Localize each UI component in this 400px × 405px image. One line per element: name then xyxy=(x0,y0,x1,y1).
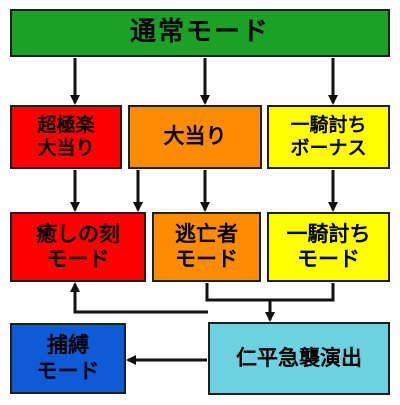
ikki-mode-node: 一騎討ち モード xyxy=(267,212,390,282)
iyashi-mode-node: 癒しの刻 モード xyxy=(10,212,146,282)
ikki-mode-label: 一騎討ち モード xyxy=(286,221,371,271)
jinpei-attack-label: 仁平急襲演出 xyxy=(236,345,362,370)
iyashi-mode-label: 癒しの刻 モード xyxy=(36,221,120,271)
escape-mode-node: 逃亡者 モード xyxy=(152,212,261,282)
ikki-bonus-node: 一騎討ち ボーナス xyxy=(267,105,390,169)
capture-mode-node: 捕縛 モード xyxy=(10,323,126,394)
escape-mode-label: 逃亡者 モード xyxy=(175,221,238,271)
capture-mode-label: 捕縛 モード xyxy=(36,333,100,383)
super-kyokuraku-label: 超極楽 大当り xyxy=(37,114,95,159)
arrow-attack-to-iyashi xyxy=(70,282,208,314)
big-bonus-label: 大当り xyxy=(163,124,227,149)
big-bonus-node: 大当り xyxy=(128,105,262,169)
super-kyokuraku-node: 超極楽 大当り xyxy=(10,105,122,169)
normal-mode-label: 通常モード xyxy=(129,17,270,48)
jinpei-attack-node: 仁平急襲演出 xyxy=(208,322,390,395)
ikki-bonus-label: 一騎討ち ボーナス xyxy=(290,114,367,159)
arrow-modes-to-attack xyxy=(205,283,335,320)
arrow-group xyxy=(70,58,338,365)
normal-mode-node: 通常モード xyxy=(10,9,390,57)
